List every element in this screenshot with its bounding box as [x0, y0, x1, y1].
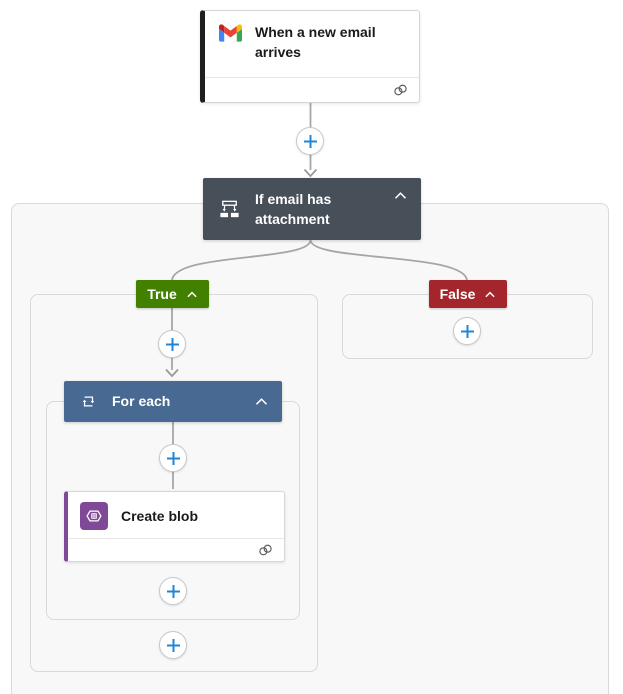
connection-link-icon[interactable] — [392, 83, 409, 97]
create-blob-title: Create blob — [121, 507, 199, 524]
plus-icon — [166, 584, 180, 598]
chevron-up-icon[interactable] — [254, 396, 269, 407]
insert-step-button-before-foreach[interactable] — [158, 330, 186, 358]
plus-icon — [460, 324, 474, 338]
plus-icon — [165, 337, 179, 351]
foreach-title: For each — [112, 393, 171, 410]
insert-step-button-after-create-blob[interactable] — [159, 577, 187, 605]
foreach-loop-icon — [79, 392, 98, 411]
azure-blob-icon — [80, 502, 108, 530]
true-branch-label: True — [147, 286, 177, 302]
insert-step-button-before-create-blob[interactable] — [159, 444, 187, 472]
false-branch-label: False — [439, 286, 476, 302]
create-blob-card-main: Create blob — [68, 492, 284, 538]
insert-step-button-after-foreach[interactable] — [159, 631, 187, 659]
chevron-up-icon — [485, 291, 496, 297]
gmail-icon — [219, 24, 242, 42]
plus-icon — [166, 451, 180, 465]
create-blob-card[interactable]: Create blob — [64, 491, 285, 562]
trigger-title: When a new email arrives — [255, 24, 376, 61]
plus-icon — [166, 638, 180, 652]
condition-title: If email has attachment — [255, 190, 332, 227]
true-branch-badge[interactable]: True — [136, 280, 209, 308]
false-branch-badge[interactable]: False — [429, 280, 507, 308]
insert-step-button-after-trigger[interactable] — [296, 127, 324, 155]
create-blob-card-footer — [68, 538, 284, 561]
condition-branch-icon — [218, 198, 241, 221]
chevron-up-icon — [187, 291, 197, 297]
condition-card-if-email-has-attachment[interactable]: If email has attachment — [203, 178, 421, 240]
connection-link-icon[interactable] — [257, 543, 274, 557]
trigger-card-footer — [205, 77, 419, 102]
trigger-card-main: When a new email arrives — [205, 11, 419, 77]
trigger-card-when-new-email-arrives[interactable]: When a new email arrives — [200, 10, 420, 103]
chevron-up-icon[interactable] — [393, 190, 408, 201]
foreach-card[interactable]: For each — [64, 381, 282, 422]
insert-step-button-false-branch[interactable] — [453, 317, 481, 345]
plus-icon — [303, 134, 317, 148]
